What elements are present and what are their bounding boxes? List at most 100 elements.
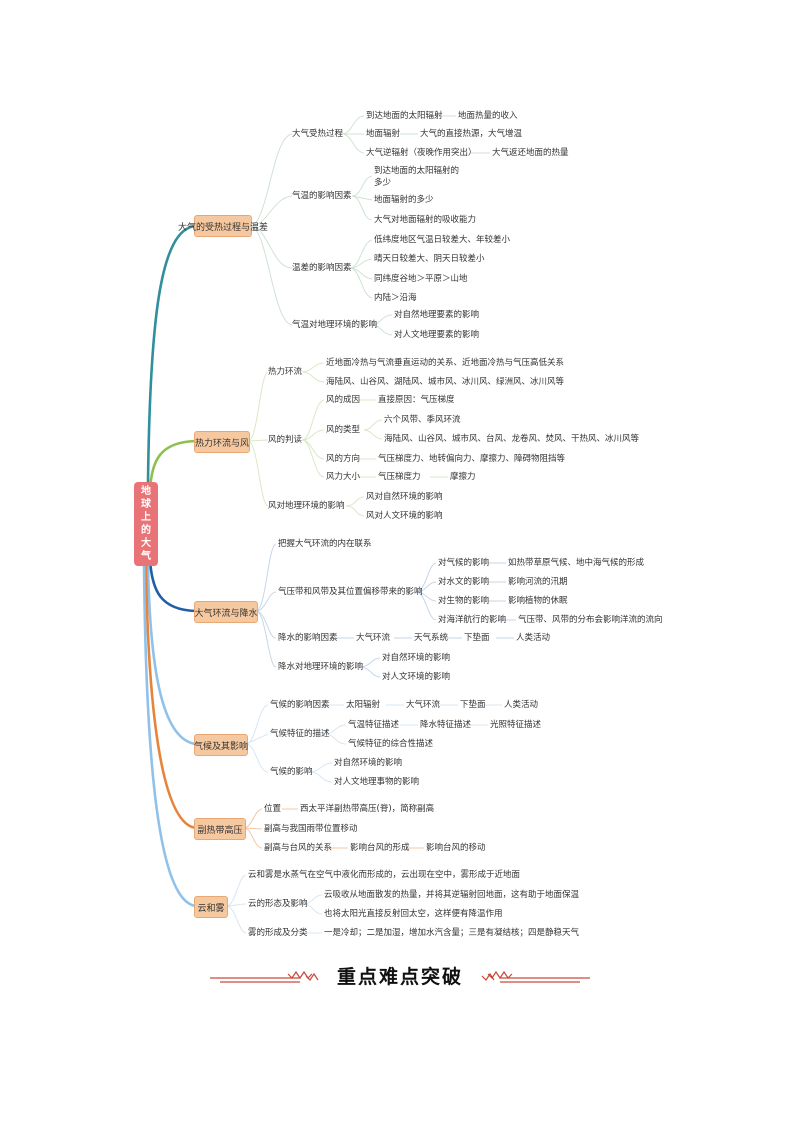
node-text[interactable]: 地面热量的收入 <box>458 111 518 121</box>
node-text[interactable]: 影响河流的汛期 <box>508 577 568 587</box>
branch-line-2 <box>148 439 198 492</box>
node-text[interactable]: 对海洋航行的影响 <box>438 615 507 625</box>
branch-node-cloud-fog[interactable]: 云和雾 <box>194 896 228 918</box>
node-text[interactable]: 大气逆辐射（夜晚作用突出） <box>366 148 477 158</box>
topic-location[interactable]: 位置 <box>264 804 282 814</box>
banner-decoration <box>210 970 590 983</box>
node-text[interactable]: 光照特征描述 <box>490 720 542 730</box>
node-text[interactable]: 气压梯度力 <box>378 472 421 482</box>
topic-climate-impact[interactable]: 气候的影响 <box>270 767 313 777</box>
node-text[interactable]: 低纬度地区气温日较差大、年较差小 <box>374 235 511 245</box>
topic-circulation-link[interactable]: 把握大气环流的内在联系 <box>278 539 372 549</box>
node-text[interactable]: 风的方向 <box>326 454 361 464</box>
node-text[interactable]: 海陆风、山谷风、城市风、台风、龙卷风、焚风、干热风、冰川风等 <box>384 434 640 444</box>
node-text[interactable]: 风对人文环境的影响 <box>366 511 443 521</box>
node-text[interactable]: 也将太阳光直接反射回太空，这样便有降温作用 <box>324 909 503 919</box>
node-text[interactable]: 到达地面的太阳辐射的 <box>374 166 460 176</box>
node-text[interactable]: 天气系统 <box>414 633 449 643</box>
node-text[interactable]: 同纬度谷地＞平原＞山地 <box>374 274 468 284</box>
root-char: 大 <box>141 538 151 549</box>
node-text[interactable]: 人类活动 <box>504 700 539 710</box>
node-text[interactable]: 风力大小 <box>326 472 361 482</box>
node-text[interactable]: 气候特征的综合性描述 <box>348 739 434 749</box>
node-text[interactable]: 直接原因：气压梯度 <box>378 395 455 405</box>
node-text[interactable]: 大气对地面辐射的吸收能力 <box>374 215 477 225</box>
topic-climate-factors[interactable]: 气候的影响因素 <box>270 700 330 710</box>
node-text[interactable]: 气压带、风带的分布会影响洋流的流向 <box>518 615 663 625</box>
node-text[interactable]: 大气的直接热源，大气增温 <box>420 129 523 139</box>
branch-line-1 <box>146 224 198 484</box>
root-char: 球 <box>141 499 151 510</box>
node-text[interactable]: 下垫面 <box>460 700 486 710</box>
node-text[interactable]: 影响台风的移动 <box>426 843 486 853</box>
section-heading: 重点难点突破 <box>336 966 463 988</box>
branch-line-5 <box>144 564 198 830</box>
node-text[interactable]: 风对自然环境的影响 <box>366 492 443 502</box>
node-text[interactable]: 大气环流 <box>406 700 441 710</box>
node-text[interactable]: 影响台风的形成 <box>350 843 410 853</box>
topic-precipitation-factors[interactable]: 降水的影响因素 <box>278 633 338 643</box>
node-text[interactable]: 人类活动 <box>516 633 551 643</box>
topic-pressure-belts[interactable]: 气压带和风带及其位置偏移带来的影响 <box>278 587 423 597</box>
topic-cloud-form[interactable]: 云的形态及影响 <box>248 899 308 909</box>
node-text[interactable]: 下垫面 <box>464 633 490 643</box>
node-text[interactable]: 影响植物的休眠 <box>508 596 568 606</box>
topic-temperature-range[interactable]: 温差的影响因素 <box>292 263 352 273</box>
node-text[interactable]: 海陆风、山谷风、湖陆风、城市风、冰川风、绿洲风、冰川风等 <box>326 377 565 387</box>
topic-heating-process[interactable]: 大气受热过程 <box>292 129 344 139</box>
branch-node-general-circulation[interactable]: 大气环流与降水 <box>194 601 258 623</box>
topic-temperature-factors[interactable]: 气温的影响因素 <box>292 191 352 201</box>
node-text[interactable]: 对人文地理要素的影响 <box>394 330 480 340</box>
branch-line-3 <box>148 558 198 613</box>
node-text[interactable]: 云吸收从地面散发的热量，并将其逆辐射回地面，这有助于地面保温 <box>324 890 580 900</box>
node-text[interactable]: 风的成因 <box>326 395 361 405</box>
node-text[interactable]: 太阳辐射 <box>346 700 381 710</box>
node-text[interactable]: 一是冷却；二是加湿，增加水汽含量；三是有凝结核；四是静稳天气 <box>324 928 580 938</box>
node-text[interactable]: 内陆＞沿海 <box>374 293 417 303</box>
topic-temperature-impact[interactable]: 气温对地理环境的影响 <box>292 320 378 330</box>
node-text[interactable]: 地面辐射 <box>366 129 401 139</box>
node-text[interactable]: 对人文地理事物的影响 <box>334 777 420 787</box>
node-text[interactable]: 气温特征描述 <box>348 720 400 730</box>
node-text[interactable]: 地面辐射的多少 <box>374 195 434 205</box>
node-text[interactable]: 对自然地理要素的影响 <box>394 310 480 320</box>
node-text[interactable]: 对自然环境的影响 <box>382 653 451 663</box>
node-text[interactable]: 对自然环境的影响 <box>334 758 403 768</box>
branch-node-heating[interactable]: 大气的受热过程与温差 <box>178 215 268 237</box>
topic-typhoon-relation[interactable]: 副高与台风的关系 <box>264 843 333 853</box>
node-text[interactable]: 摩擦力 <box>450 472 476 482</box>
node-text[interactable]: 大气环流 <box>356 633 391 643</box>
node-text[interactable]: 西太平洋副热带高压(脊)，简称副高 <box>300 804 435 814</box>
node-text[interactable]: 风的类型 <box>326 425 361 435</box>
root-node[interactable]: 地 球 上 的 大 气 <box>134 482 158 566</box>
node-text[interactable]: 如热带草原气候、地中海气候的形成 <box>508 558 645 568</box>
branch-line-4 <box>146 564 198 746</box>
branch-node-climate[interactable]: 气候及其影响 <box>194 734 248 756</box>
branch-node-thermal-circulation[interactable]: 热力环流与风 <box>194 431 250 453</box>
node-text[interactable]: 六个风带、季风环流 <box>384 415 461 425</box>
node-text[interactable]: 晴天日较差大、阴天日较差小 <box>374 254 485 264</box>
topic-rain-belt[interactable]: 副高与我国雨带位置移动 <box>264 824 358 834</box>
node-text[interactable]: 多少 <box>374 178 392 188</box>
branch-line-6 <box>142 564 198 908</box>
node-text[interactable]: 近地面冷热与气流垂直运动的关系、近地面冷热与气压高低关系 <box>326 358 565 368</box>
topic-precipitation-impact[interactable]: 降水对地理环境的影响 <box>278 662 364 672</box>
topic-climate-description[interactable]: 气候特征的描述 <box>270 729 330 739</box>
node-text[interactable]: 气压梯度力、地转偏向力、摩擦力、障碍物阻挡等 <box>378 454 566 464</box>
node-text[interactable]: 对气候的影响 <box>438 558 490 568</box>
node-text[interactable]: 对生物的影响 <box>438 596 490 606</box>
node-text[interactable]: 大气返还地面的热量 <box>492 148 569 158</box>
topic-wind-impact[interactable]: 风对地理环境的影响 <box>268 501 345 511</box>
topic-cloud-fog-definition[interactable]: 云和雾是水蒸气在空气中液化而形成的，云出现在空中，雾形成于近地面 <box>248 870 521 880</box>
root-char: 气 <box>141 551 151 562</box>
node-text[interactable]: 到达地面的太阳辐射 <box>366 111 443 121</box>
topic-wind-reading[interactable]: 风的判读 <box>268 435 303 445</box>
node-text[interactable]: 降水特征描述 <box>420 720 472 730</box>
root-char: 上 <box>141 512 151 523</box>
node-text[interactable]: 对水文的影响 <box>438 577 490 587</box>
node-text[interactable]: 对人文环境的影响 <box>382 672 451 682</box>
topic-thermal-circulation[interactable]: 热力环流 <box>268 367 303 377</box>
branch-node-subtropical-high[interactable]: 副热带高压 <box>194 818 246 840</box>
topic-fog-formation[interactable]: 雾的形成及分类 <box>248 928 308 938</box>
